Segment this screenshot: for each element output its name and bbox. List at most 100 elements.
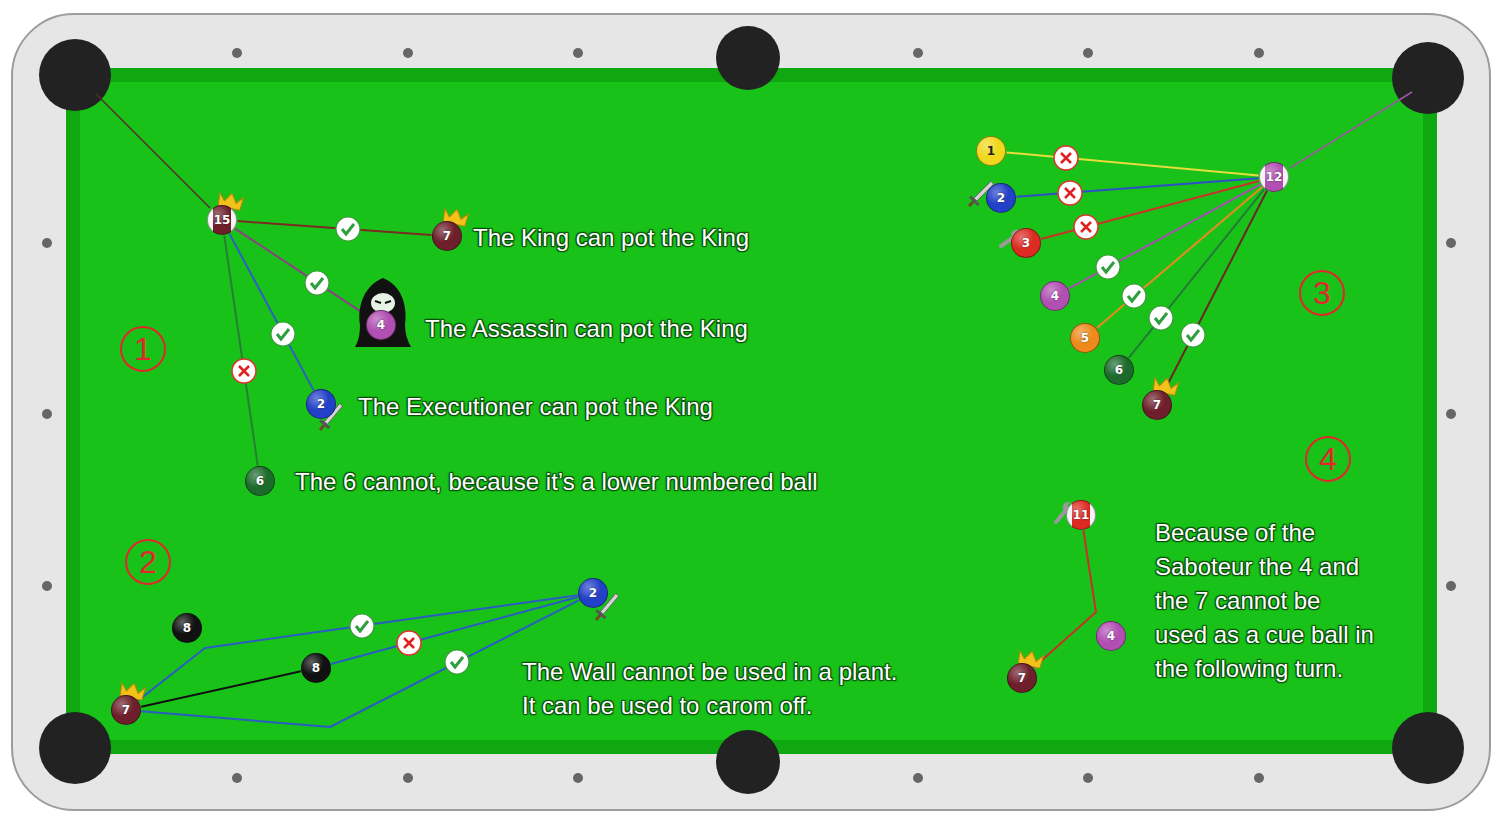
mark-disc — [305, 271, 329, 295]
pocket — [716, 730, 780, 794]
mark-disc — [1149, 306, 1173, 330]
pocket-line — [1290, 92, 1412, 168]
pool-ball: 1 — [976, 136, 1006, 166]
rail-diamond — [403, 773, 413, 783]
rule-note: The 6 cannot, because it’s a lower numbe… — [295, 465, 818, 499]
pool-ball: 2 — [578, 578, 608, 608]
shot-line — [229, 234, 313, 391]
rail-diamond — [42, 238, 52, 248]
callout-number: 1 — [120, 326, 166, 372]
ball-number: 8 — [183, 622, 191, 634]
cross-x — [404, 638, 414, 648]
cross-x — [1081, 222, 1091, 232]
ball-number: 7 — [443, 230, 451, 242]
sword-handle — [968, 201, 974, 207]
mark-disc — [271, 322, 295, 346]
pool-ball: 7 — [1142, 390, 1172, 420]
swords — [315, 178, 996, 623]
pool-ball: 5 — [1070, 323, 1100, 353]
ball-number: 2 — [317, 398, 325, 410]
shot-line — [1041, 181, 1259, 239]
check-tick — [1128, 291, 1140, 301]
pool-ball: 8 — [172, 613, 202, 643]
ball-number: 7 — [1153, 399, 1161, 411]
shot-line — [1129, 189, 1265, 358]
cross-x — [1065, 188, 1075, 198]
assassin-hood — [355, 278, 411, 347]
crowns — [119, 191, 1179, 701]
check-tick — [342, 224, 354, 234]
ball-number: 2 — [997, 192, 1005, 204]
pool-ball: 11 — [1066, 500, 1096, 530]
shot-line — [141, 671, 301, 706]
pockets — [39, 26, 1464, 794]
shot-line — [141, 600, 579, 727]
shot-line — [224, 235, 258, 465]
ball-number: 2 — [589, 587, 597, 599]
cross-mark — [397, 631, 421, 655]
check-tick — [356, 621, 368, 631]
rail-diamond — [913, 48, 923, 58]
check-tick — [1187, 330, 1199, 340]
rail-diamond — [573, 773, 583, 783]
pool-ball: 4 — [1096, 621, 1126, 651]
pool-ball: 3 — [1011, 228, 1041, 258]
callout-number: 2 — [125, 539, 171, 585]
check-mark — [1096, 255, 1120, 279]
rail-diamond — [1254, 48, 1264, 58]
rail-diamond — [232, 773, 242, 783]
assassin-icon — [355, 278, 411, 347]
check-tick — [311, 278, 323, 288]
shot-line — [235, 229, 368, 317]
shot-line — [1006, 152, 1258, 175]
pocket — [1392, 42, 1464, 114]
cross-mark — [1074, 215, 1098, 239]
mark-disc — [232, 359, 256, 383]
rail-diamond — [573, 48, 583, 58]
check-mark — [271, 322, 295, 346]
cross-mark — [232, 359, 256, 383]
shot-line — [1097, 187, 1262, 328]
pool-ball: 7 — [432, 221, 462, 251]
pool-ball: 15 — [207, 205, 237, 235]
rail-diamond — [232, 48, 242, 58]
mark-disc — [445, 650, 469, 674]
sword-handle — [319, 424, 325, 431]
rule-note: The Executioner can pot the King — [358, 390, 713, 424]
pool-ball: 4 — [366, 310, 396, 340]
mark-disc — [1074, 215, 1098, 239]
pocket — [716, 26, 780, 90]
pocket — [39, 712, 111, 784]
check-mark — [305, 271, 329, 295]
rail-diamond — [42, 581, 52, 591]
check-tick — [1155, 313, 1167, 323]
ball-number: 12 — [1266, 171, 1283, 183]
ball-number: 7 — [1018, 672, 1026, 684]
check-marks — [232, 146, 1205, 674]
rule-note: Because of the Saboteur the 4 and the 7 … — [1155, 516, 1376, 686]
pool-ball: 12 — [1259, 162, 1289, 192]
rail-diamond — [913, 773, 923, 783]
rail-diamond — [1446, 238, 1456, 248]
cross-x — [239, 366, 249, 376]
ball-number: 4 — [1051, 290, 1059, 302]
pool-ball: 2 — [986, 183, 1016, 213]
shot-line — [1164, 191, 1267, 391]
check-mark — [350, 614, 374, 638]
rule-note: The King can pot the King — [473, 221, 749, 255]
sword-handle — [595, 614, 601, 621]
mark-disc — [1054, 146, 1078, 170]
pool-ball: 8 — [301, 653, 331, 683]
pool-ball: 7 — [111, 695, 141, 725]
ball-number: 1 — [987, 145, 995, 157]
mark-disc — [1122, 284, 1146, 308]
cross-x — [1061, 153, 1071, 163]
callout-number: 4 — [1305, 436, 1351, 482]
pocket — [39, 39, 111, 111]
ball-number: 11 — [1073, 509, 1090, 521]
mark-disc — [350, 614, 374, 638]
rail-diamond — [403, 48, 413, 58]
rule-note: The Assassin can pot the King — [425, 312, 748, 346]
ball-number: 4 — [1107, 630, 1115, 642]
